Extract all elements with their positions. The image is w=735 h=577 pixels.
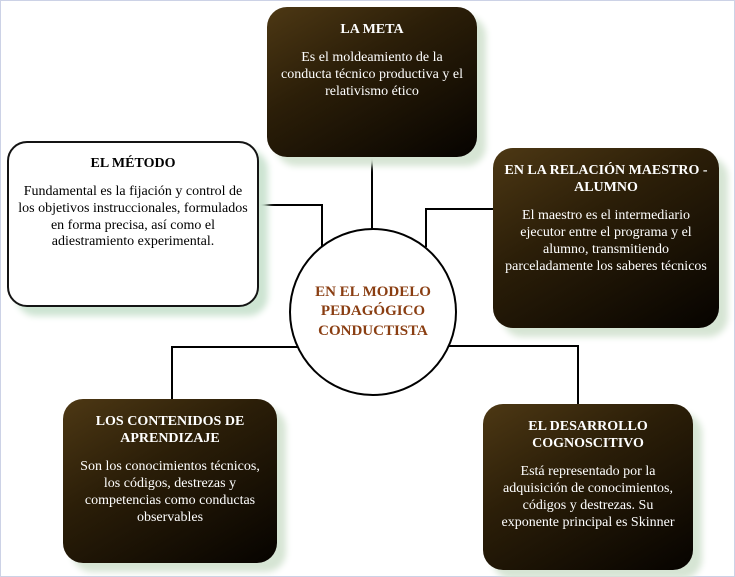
- node-el-metodo-body: Fundamental es la fijación y control de …: [18, 184, 248, 250]
- connector-contenidos-horizontal: [171, 346, 299, 348]
- node-relacion-body: El maestro es el intermediario ejecutor …: [505, 208, 707, 274]
- connector-metodo-vertical: [321, 204, 323, 248]
- node-el-metodo: EL MÉTODO Fundamental es la fijación y c…: [7, 141, 259, 307]
- node-el-metodo-title: EL MÉTODO: [90, 156, 176, 171]
- connector-contenidos-vertical: [171, 346, 173, 401]
- node-desarrollo-body: Está representado por la adquisición de …: [501, 464, 675, 530]
- node-desarrollo-title: EL DESARROLLO COGNOSCITIVO: [528, 419, 648, 452]
- node-relacion-title: EN LA RELACIÓN MAESTRO - ALUMNO: [504, 163, 708, 196]
- connector-desarrollo-horizontal: [449, 345, 579, 347]
- center-node-circle: EN EL MODELO PEDAGÓGICO CONDUCTISTA: [289, 228, 457, 396]
- node-contenidos-body: Son los conocimientos técnicos, los códi…: [80, 459, 260, 525]
- node-desarrollo-cognoscitivo: EL DESARROLLO COGNOSCITIVO Está represen…: [483, 404, 693, 570]
- connector-desarrollo-vertical: [577, 345, 579, 406]
- node-la-meta-body: Es el moldeamiento de la conducta técnic…: [281, 50, 463, 99]
- connector-relacion-horizontal: [425, 208, 495, 210]
- node-relacion-maestro-alumno: EN LA RELACIÓN MAESTRO - ALUMNO El maest…: [493, 148, 719, 328]
- connector-relacion-vertical: [425, 208, 427, 247]
- node-contenidos-title: LOS CONTENIDOS DE APRENDIZAJE: [95, 414, 245, 447]
- node-la-meta-title: LA META: [340, 22, 404, 37]
- center-node-label: EN EL MODELO PEDAGÓGICO CONDUCTISTA: [315, 283, 431, 339]
- connector-meta: [371, 157, 373, 230]
- connector-metodo-horizontal: [257, 204, 323, 206]
- node-la-meta: LA META Es el moldeamiento de la conduct…: [267, 7, 477, 157]
- node-contenidos-aprendizaje: LOS CONTENIDOS DE APRENDIZAJE Son los co…: [63, 399, 277, 563]
